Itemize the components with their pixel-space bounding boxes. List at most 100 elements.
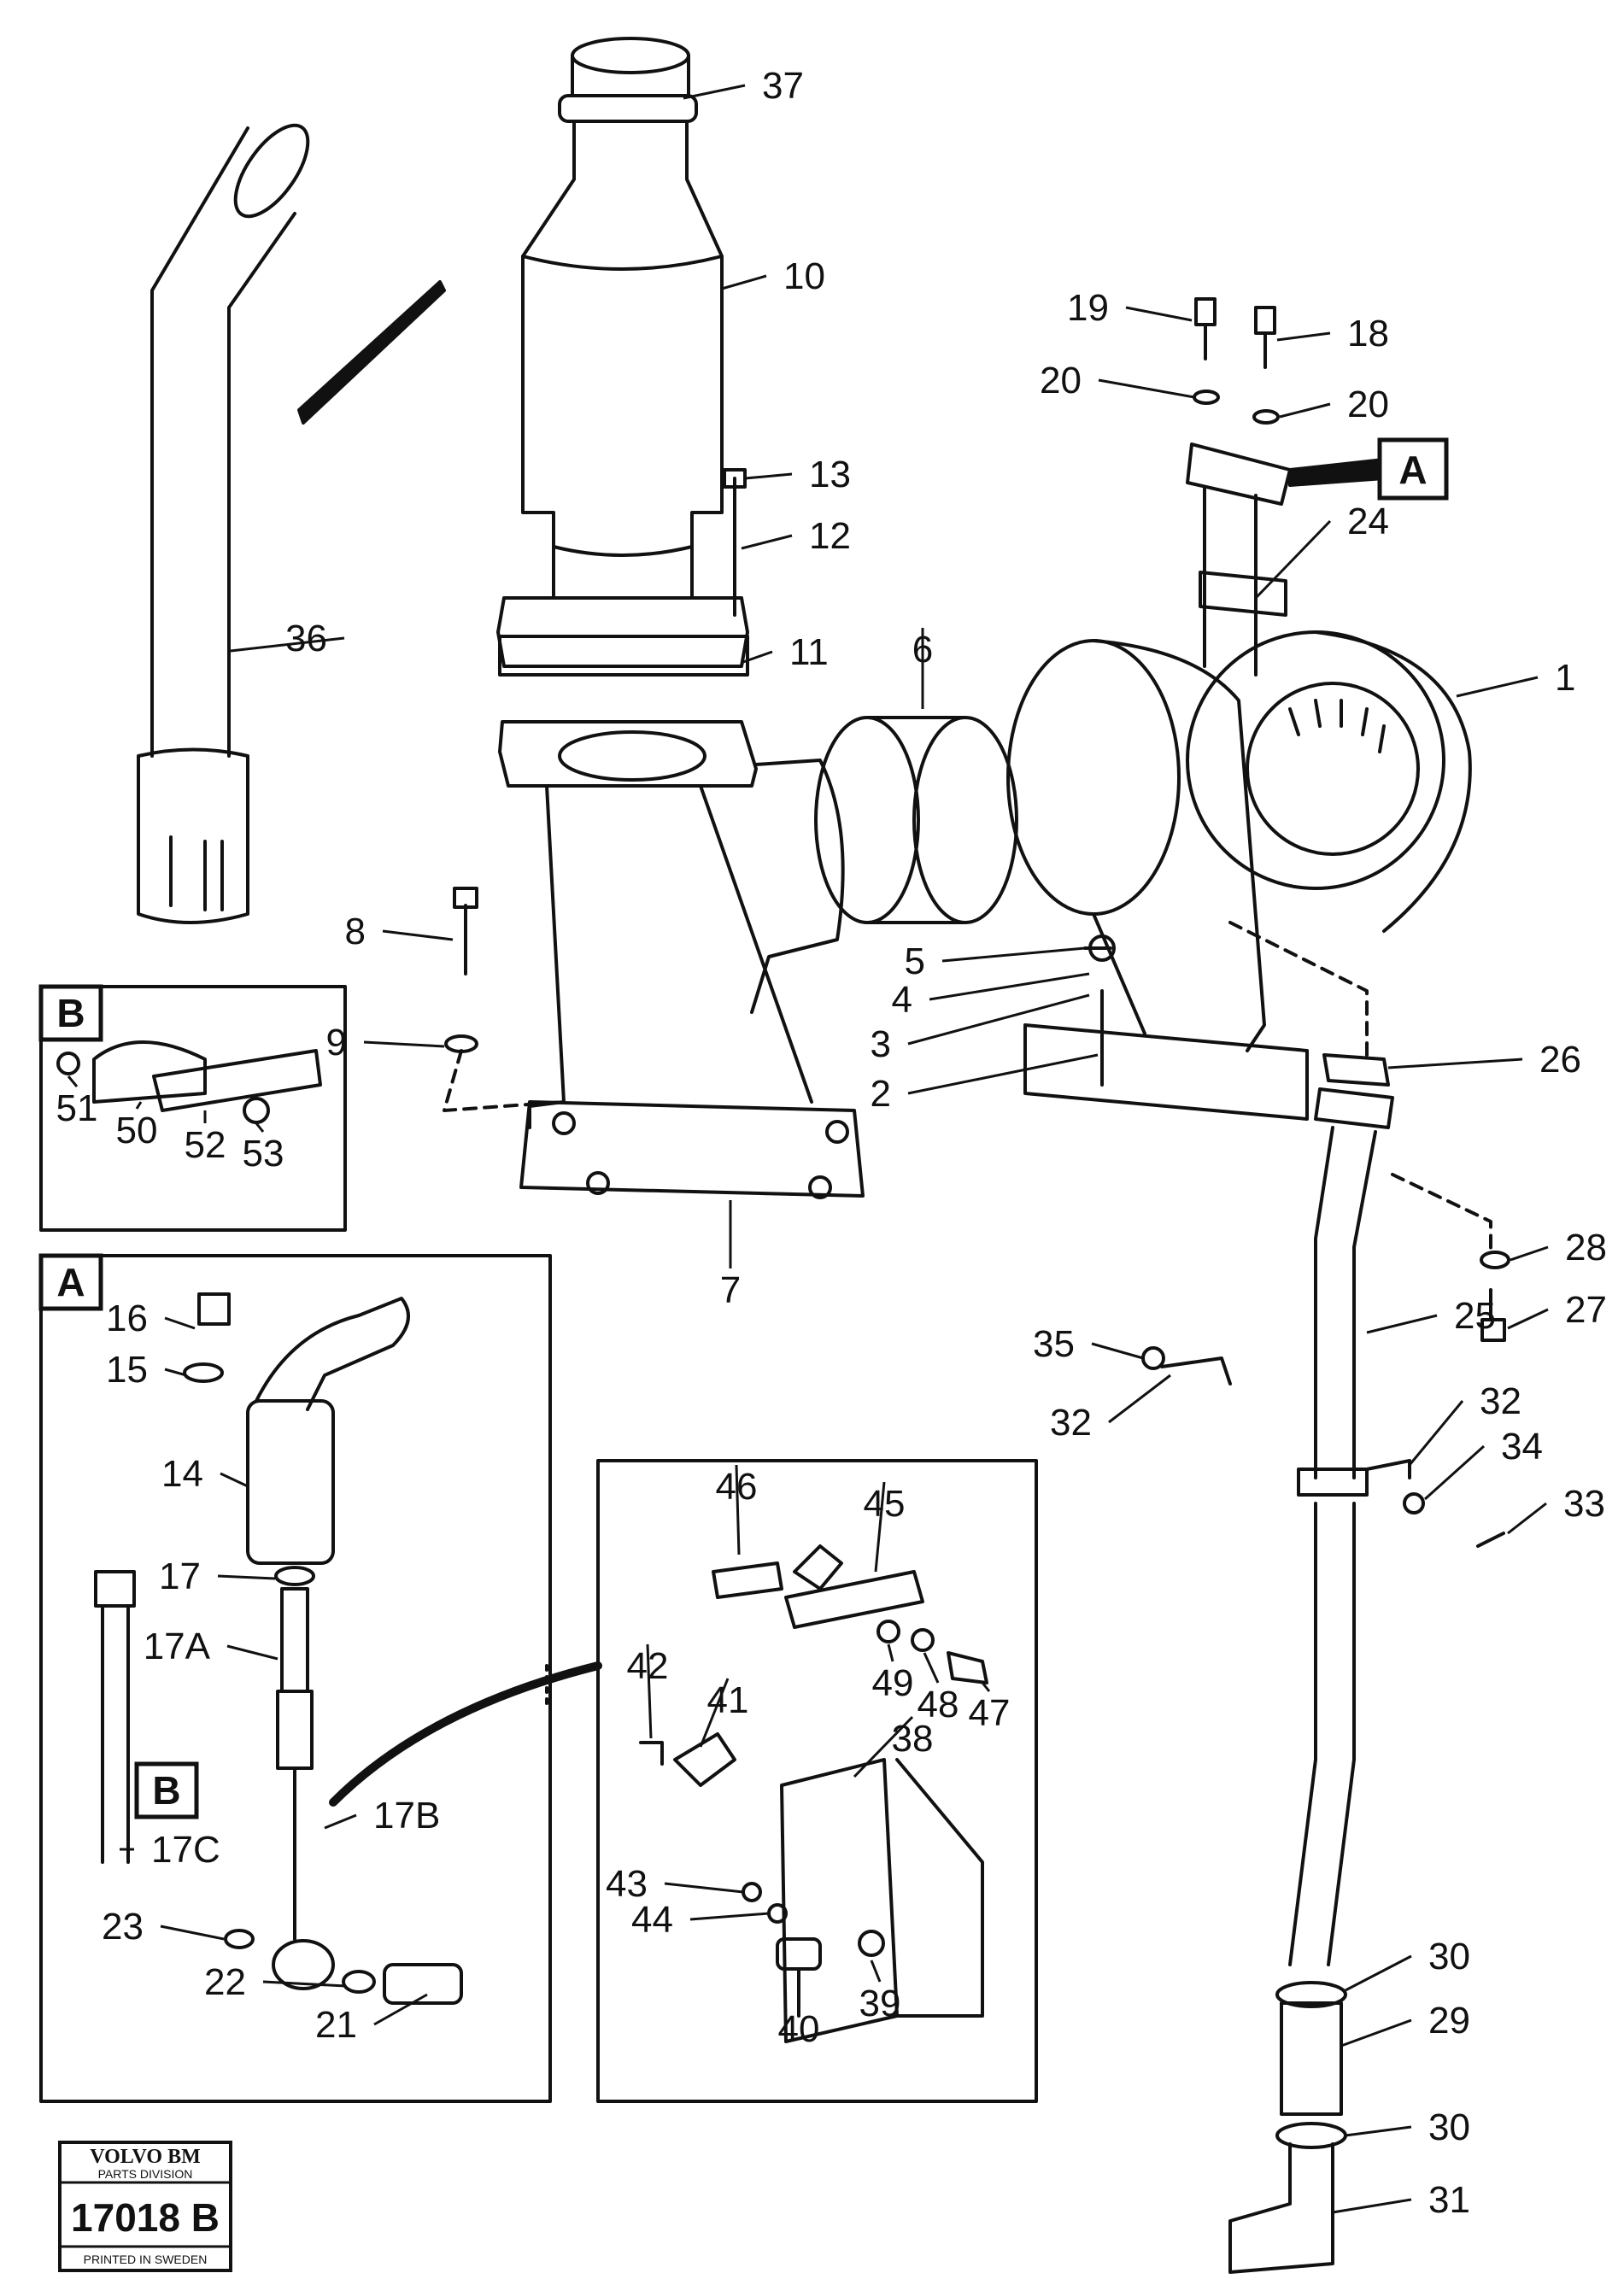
callout-c9: 9 xyxy=(326,1022,347,1063)
callout-c49: 49 xyxy=(872,1662,914,1704)
washer-34 xyxy=(1403,1492,1425,1514)
dashed-line-26 xyxy=(1228,921,1369,1057)
callout-c17A: 17A xyxy=(144,1626,211,1667)
leader-c44 xyxy=(689,1912,770,1921)
leader-c30a xyxy=(1345,1954,1412,1992)
flange-gasket xyxy=(498,635,749,677)
callout-c7: 7 xyxy=(720,1269,741,1311)
ref-a-main: A xyxy=(1398,448,1427,492)
leader-c32b xyxy=(1408,1400,1464,1466)
callout-c26: 26 xyxy=(1539,1039,1581,1081)
dashed-line-28 xyxy=(1391,1173,1492,1257)
leader-c46 xyxy=(735,1464,741,1555)
callout-c17: 17 xyxy=(159,1555,201,1597)
callout-c32b: 32 xyxy=(1480,1380,1521,1422)
elbow-bracket-part xyxy=(498,720,865,1199)
leader-c9 xyxy=(363,1040,445,1048)
turbocharger-part xyxy=(1006,630,1472,1121)
leader-c3 xyxy=(907,993,1090,1046)
leader-c4 xyxy=(929,972,1090,1001)
inset-bracket-frame xyxy=(596,1459,1038,2103)
leader-c19 xyxy=(1125,306,1193,322)
leader-c48 xyxy=(923,1652,940,1684)
callout-c35: 35 xyxy=(1033,1323,1075,1365)
callout-c36: 36 xyxy=(285,618,327,659)
leader-c27 xyxy=(1507,1308,1549,1330)
leader-c43 xyxy=(664,1882,744,1894)
callout-c44: 44 xyxy=(631,1899,673,1941)
leader-c31 xyxy=(1332,2198,1412,2214)
callout-c37: 37 xyxy=(762,65,804,107)
leader-17b-38 xyxy=(329,1661,602,1807)
callout-c23: 23 xyxy=(102,1906,144,1948)
callout-c28: 28 xyxy=(1565,1227,1607,1268)
ref-b-box xyxy=(134,1761,199,1819)
oil-flange xyxy=(1186,442,1292,506)
gasket-26 xyxy=(1322,1053,1390,1087)
callout-c43: 43 xyxy=(606,1863,648,1905)
leader-c47 xyxy=(981,1682,991,1692)
leader-c35 xyxy=(1091,1342,1144,1360)
callout-c41: 41 xyxy=(707,1679,749,1721)
leader-c28 xyxy=(1510,1245,1549,1262)
leader-c11 xyxy=(742,650,773,664)
leader-c36 xyxy=(230,636,345,653)
leader-c30b xyxy=(1345,2125,1412,2137)
pipe-clamp-32 xyxy=(1297,1468,1369,1497)
bolt-18 xyxy=(1254,306,1276,335)
stamp-printed: PRINTED IN SWEDEN xyxy=(84,2253,208,2266)
callout-c11: 11 xyxy=(789,631,829,673)
leader-c33 xyxy=(1507,1502,1547,1535)
leader-c21 xyxy=(373,1993,428,2026)
leader-c50 xyxy=(135,1101,143,1110)
leader-c49 xyxy=(887,1643,894,1662)
callout-c13: 13 xyxy=(809,454,851,495)
leader-c41 xyxy=(699,1678,730,1748)
leader-c34 xyxy=(1423,1444,1486,1501)
leader-c37 xyxy=(683,84,746,100)
pointer-arrow xyxy=(297,280,446,425)
callout-c47: 47 xyxy=(969,1692,1011,1734)
leader-c10 xyxy=(721,274,767,290)
leader-c32a xyxy=(1108,1374,1171,1424)
callout-c53: 53 xyxy=(243,1133,284,1175)
stamp-brand: VOLVO BM xyxy=(90,2146,201,2168)
washer-4-5 xyxy=(1088,934,1116,962)
ref-a-arrow xyxy=(1288,458,1386,487)
callout-c4: 4 xyxy=(892,979,912,1021)
callout-c34: 34 xyxy=(1501,1426,1543,1468)
leader-c39 xyxy=(870,1960,882,1983)
leader-c25 xyxy=(1366,1314,1438,1334)
clamp-32-lower xyxy=(1160,1356,1232,1386)
elbow-fitting-31 xyxy=(1228,2142,1334,2274)
leader-c18 xyxy=(1276,331,1331,342)
leader-c15 xyxy=(164,1368,187,1377)
bolt-27 xyxy=(1480,1318,1506,1342)
callout-c30a: 30 xyxy=(1428,1936,1470,1977)
leader-c12 xyxy=(741,534,793,550)
dashed-line-9 xyxy=(443,1049,566,1112)
coupling-ring-part xyxy=(814,716,1018,924)
leader-c45 xyxy=(874,1481,886,1573)
callout-c12: 12 xyxy=(809,515,851,557)
leader-c23 xyxy=(160,1925,225,1941)
callout-c15: 15 xyxy=(106,1349,148,1391)
callout-c14: 14 xyxy=(161,1453,203,1495)
callout-c21: 21 xyxy=(315,2004,357,2046)
return-pipe-25 xyxy=(1314,1126,1377,1479)
callout-c8: 8 xyxy=(345,911,366,952)
callout-c39: 39 xyxy=(859,1983,901,2024)
hose-29 xyxy=(1280,2001,1343,2116)
callout-c48: 48 xyxy=(918,1684,959,1725)
callout-c17C: 17C xyxy=(151,1829,220,1871)
leader-c13 xyxy=(744,472,793,480)
callout-c50: 50 xyxy=(116,1110,158,1151)
leader-c24 xyxy=(1254,519,1332,600)
stamp-frame xyxy=(58,2141,232,2272)
stamp-division: PARTS DIVISION xyxy=(98,2167,193,2181)
inset-b-frame xyxy=(39,985,347,1232)
leader-c20b xyxy=(1279,402,1331,419)
washer-28 xyxy=(1480,1251,1510,1269)
callout-c10: 10 xyxy=(783,255,825,297)
callout-c20a: 20 xyxy=(1040,360,1082,401)
